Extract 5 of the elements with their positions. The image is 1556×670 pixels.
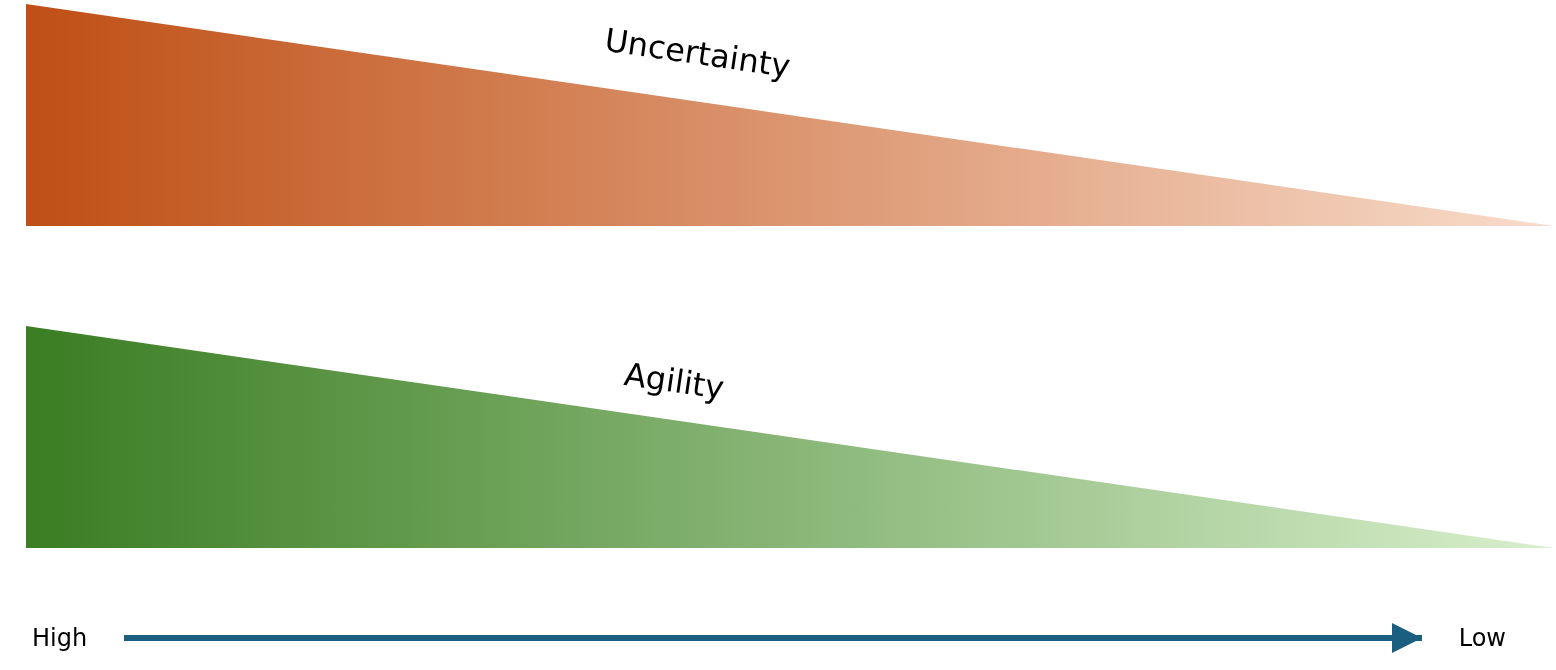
arrow [124,623,1422,653]
axis-label: Low [1422,620,1506,656]
triangle-label: Agility [621,354,727,408]
triangle-label: Uncertainty [602,20,793,86]
axis-label: High [32,620,124,656]
